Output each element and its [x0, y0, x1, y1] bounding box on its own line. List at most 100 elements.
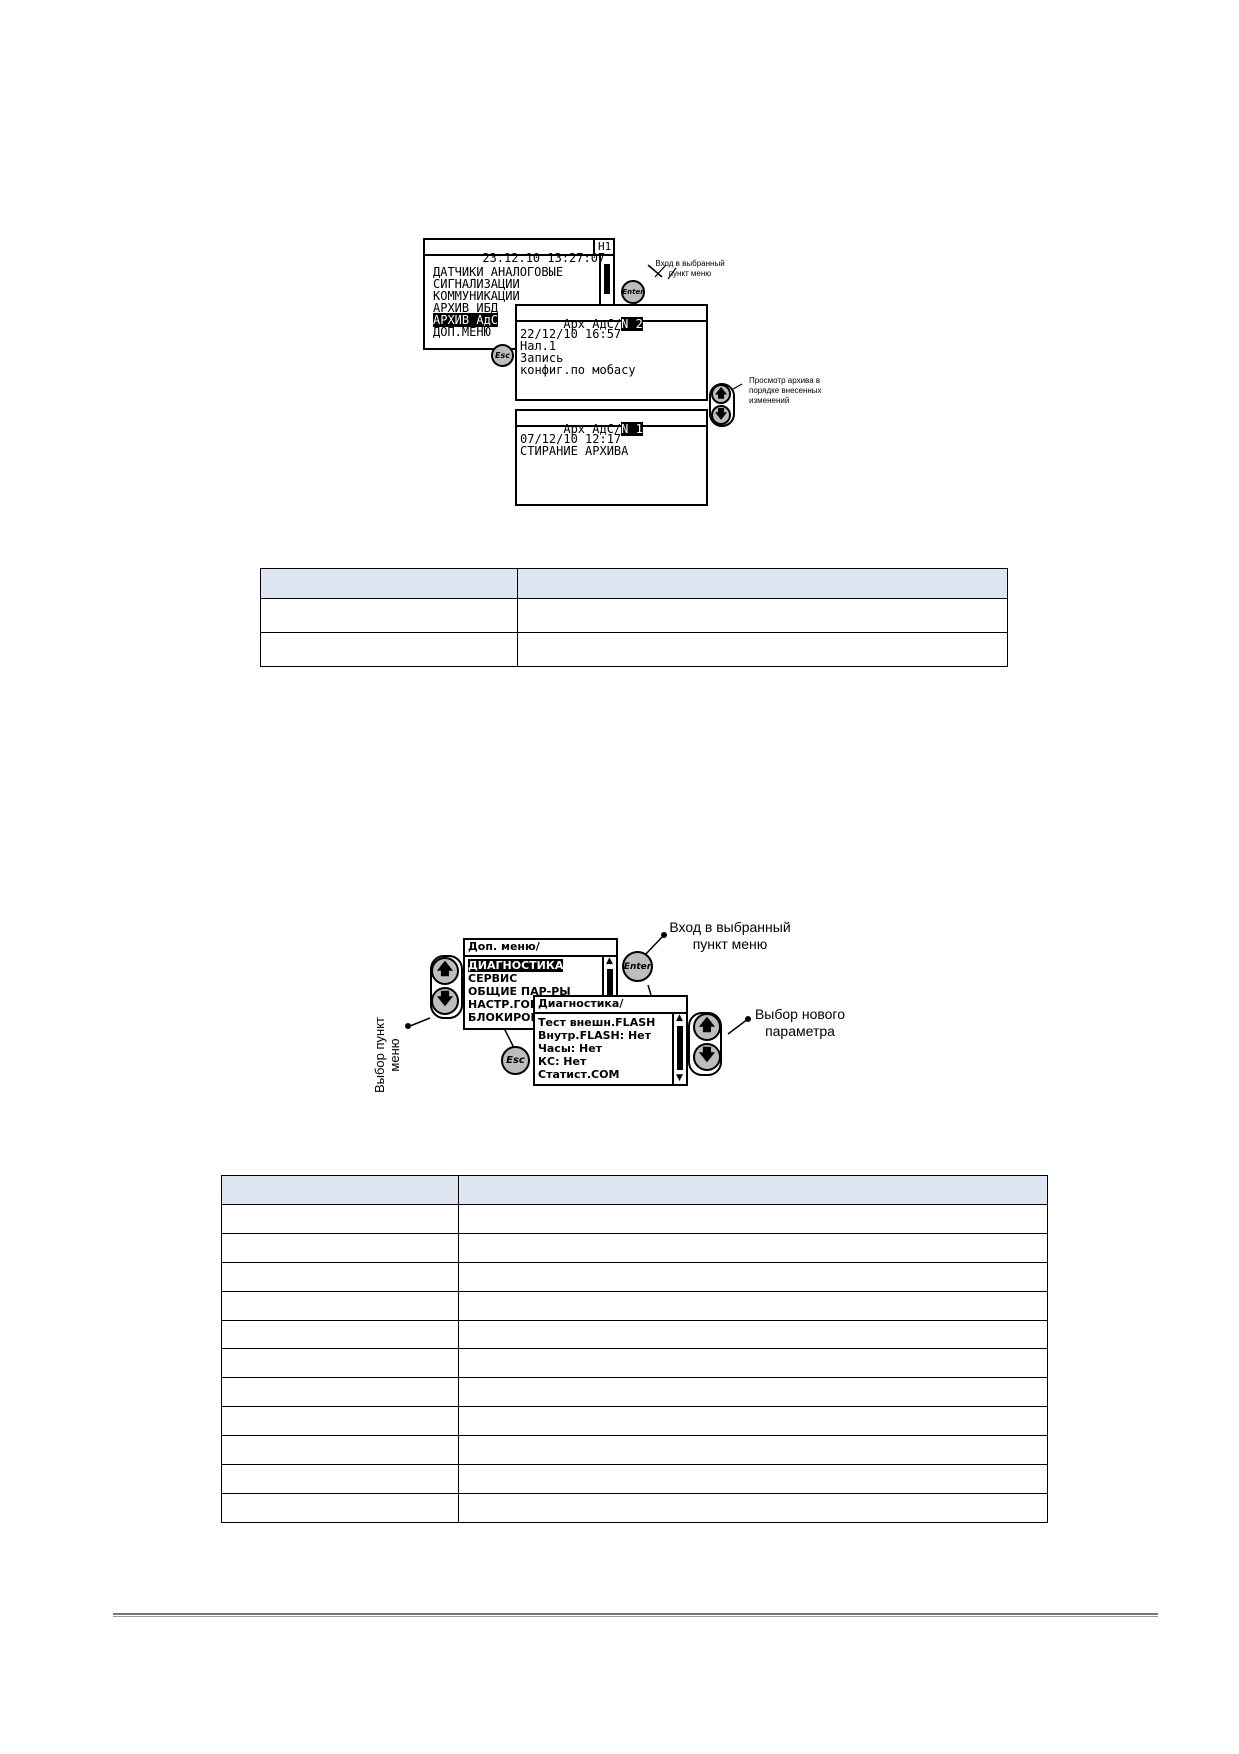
scroll-down-icon: ▼	[676, 1073, 683, 1083]
menu-item[interactable]: ДОП.МЕНЮ	[433, 325, 491, 339]
down-arrow-button[interactable]: 🡇	[693, 1043, 721, 1071]
enter-button[interactable]: Enter	[621, 280, 645, 304]
diagnostics-screen: Диагностика/ Тест внешн.FLASH Внутр.FLAS…	[533, 995, 688, 1086]
enter-note-line-1: Вход в выбранный	[669, 919, 791, 935]
leader-dot	[405, 1023, 411, 1029]
table-cell	[221, 1319, 459, 1350]
header-datetime: 23.12.10 13:27:07	[482, 251, 606, 265]
up-arrow-button[interactable]: 🡅	[693, 1013, 721, 1041]
table-row	[221, 1319, 1048, 1350]
table-row	[221, 1435, 1048, 1466]
table-row	[221, 1290, 1048, 1321]
archive-screen-2: Арх АдС/N 1 07/12/10 12:17 СТИРАНИЕ АРХИ…	[515, 409, 708, 506]
menu-item[interactable]: АРХИВ ИБД	[433, 301, 499, 315]
table-cell	[221, 1435, 459, 1466]
up-arrow-button[interactable]: 🡅	[711, 384, 731, 404]
table-cell	[458, 1290, 1048, 1321]
table-cell	[221, 1406, 459, 1437]
new-param-line-1: Выбор нового	[754, 1006, 846, 1022]
table-row	[221, 1232, 1048, 1263]
up-arrow-button[interactable]: 🡅	[431, 957, 459, 985]
table-cell	[458, 1204, 1048, 1234]
table-row	[221, 1492, 1048, 1523]
enter-note: Вход в выбранный пункт меню	[650, 919, 810, 953]
table-cell	[458, 1435, 1048, 1466]
scrollbar[interactable]: ▲	[602, 955, 616, 1028]
table-1	[260, 568, 1008, 667]
leader-dot	[661, 932, 667, 938]
table-header-row	[221, 1175, 1048, 1205]
archive-line: конфиг.по мобасу	[520, 363, 636, 377]
parameter-item[interactable]: Внутр.FLASH: Нет	[538, 1029, 652, 1042]
menu-item-selected[interactable]: ДИАГНОСТИКА	[468, 959, 564, 972]
record-number: N 1	[621, 422, 643, 436]
esc-button[interactable]: Esc	[491, 344, 514, 367]
table-cell	[221, 1290, 459, 1321]
menu-item[interactable]: НАСТР.ГОРЕЛ	[468, 998, 555, 1011]
table-cell	[221, 1261, 459, 1292]
menu-item-selected[interactable]: АРХИВ АдС	[433, 313, 499, 327]
archive-line: Нал.1	[520, 339, 557, 353]
table-row	[221, 1464, 1048, 1494]
parameter-item[interactable]: КС: Нет	[538, 1055, 587, 1068]
table-cell	[458, 1492, 1048, 1523]
archive-line: Запись	[520, 351, 564, 365]
screen-title: Доп. меню/	[465, 940, 616, 957]
table-cell	[221, 1204, 459, 1234]
table-row	[221, 1377, 1048, 1408]
archive-line: 22/12/10 16:57	[520, 327, 622, 341]
select-item-note: Выбор пункт меню	[372, 1016, 402, 1094]
parameter-item[interactable]: Статист.COM	[538, 1068, 620, 1081]
table-cell	[517, 632, 1008, 667]
table-cell	[458, 1261, 1048, 1292]
table-row	[221, 1406, 1048, 1437]
menu-item[interactable]: КОММУНИКАЦИИ	[433, 289, 520, 303]
esc-button[interactable]: Esc	[501, 1046, 530, 1075]
menu-item[interactable]: ДАТЧИКИ АНАЛОГОВЫЕ	[433, 265, 564, 279]
table-cell	[458, 1232, 1048, 1263]
table-row	[221, 1204, 1048, 1234]
table-cell	[458, 1348, 1048, 1379]
table-header-cell	[517, 568, 1008, 599]
table-row	[260, 598, 1008, 633]
browse-note: Просмотр архива в порядке внесенных изме…	[749, 376, 822, 405]
table-cell	[260, 632, 518, 667]
record-number: N 2	[621, 317, 643, 331]
screen-title: Диагностика/	[535, 997, 686, 1014]
table-2	[221, 1175, 1048, 1523]
table-header-cell	[221, 1175, 459, 1205]
table-row	[221, 1261, 1048, 1292]
table-row	[221, 1348, 1048, 1379]
table-header-cell	[458, 1175, 1048, 1205]
down-arrow-button[interactable]: 🡇	[711, 405, 731, 425]
table-cell	[221, 1492, 459, 1523]
table-cell	[221, 1464, 459, 1494]
archive-line: СТИРАНИЕ АРХИВА	[520, 444, 629, 458]
table-cell	[458, 1377, 1048, 1408]
parameter-item[interactable]: Тест внешн.FLASH	[538, 1016, 656, 1029]
table-cell	[221, 1232, 459, 1263]
archive-title: Арх АдС/	[563, 422, 622, 436]
enter-button[interactable]: Enter	[622, 951, 653, 982]
scroll-up-icon: ▲	[676, 1013, 683, 1023]
footer-rule	[113, 1613, 1158, 1617]
table-cell	[221, 1377, 459, 1408]
enter-note-line-2: пункт меню	[692, 936, 768, 952]
menu-item[interactable]: ОБЩИЕ ПАР-РЫ	[468, 985, 571, 998]
table-row	[260, 632, 1008, 667]
table-cell	[221, 1348, 459, 1379]
down-arrow-button[interactable]: 🡇	[431, 987, 459, 1015]
parameter-item[interactable]: Часы: Нет	[538, 1042, 603, 1055]
menu-item[interactable]: СЕРВИС	[468, 972, 518, 985]
table-cell	[458, 1464, 1048, 1494]
scroll-up-icon: ▲	[606, 956, 613, 966]
scrollbar[interactable]: ▲ ▼	[672, 1012, 686, 1084]
scrollbar[interactable]	[599, 254, 613, 348]
menu-item[interactable]: СИГНАЛИЗАЦИИ	[433, 277, 520, 291]
archive-screen-1: Арх АдС/N 2 22/12/10 16:57 Нал.1 Запись …	[515, 304, 708, 401]
archive-title: Арх АдС/	[563, 317, 622, 331]
leader-dot	[745, 1016, 751, 1022]
table-cell	[458, 1319, 1048, 1350]
arrow-button-group	[430, 955, 463, 1019]
